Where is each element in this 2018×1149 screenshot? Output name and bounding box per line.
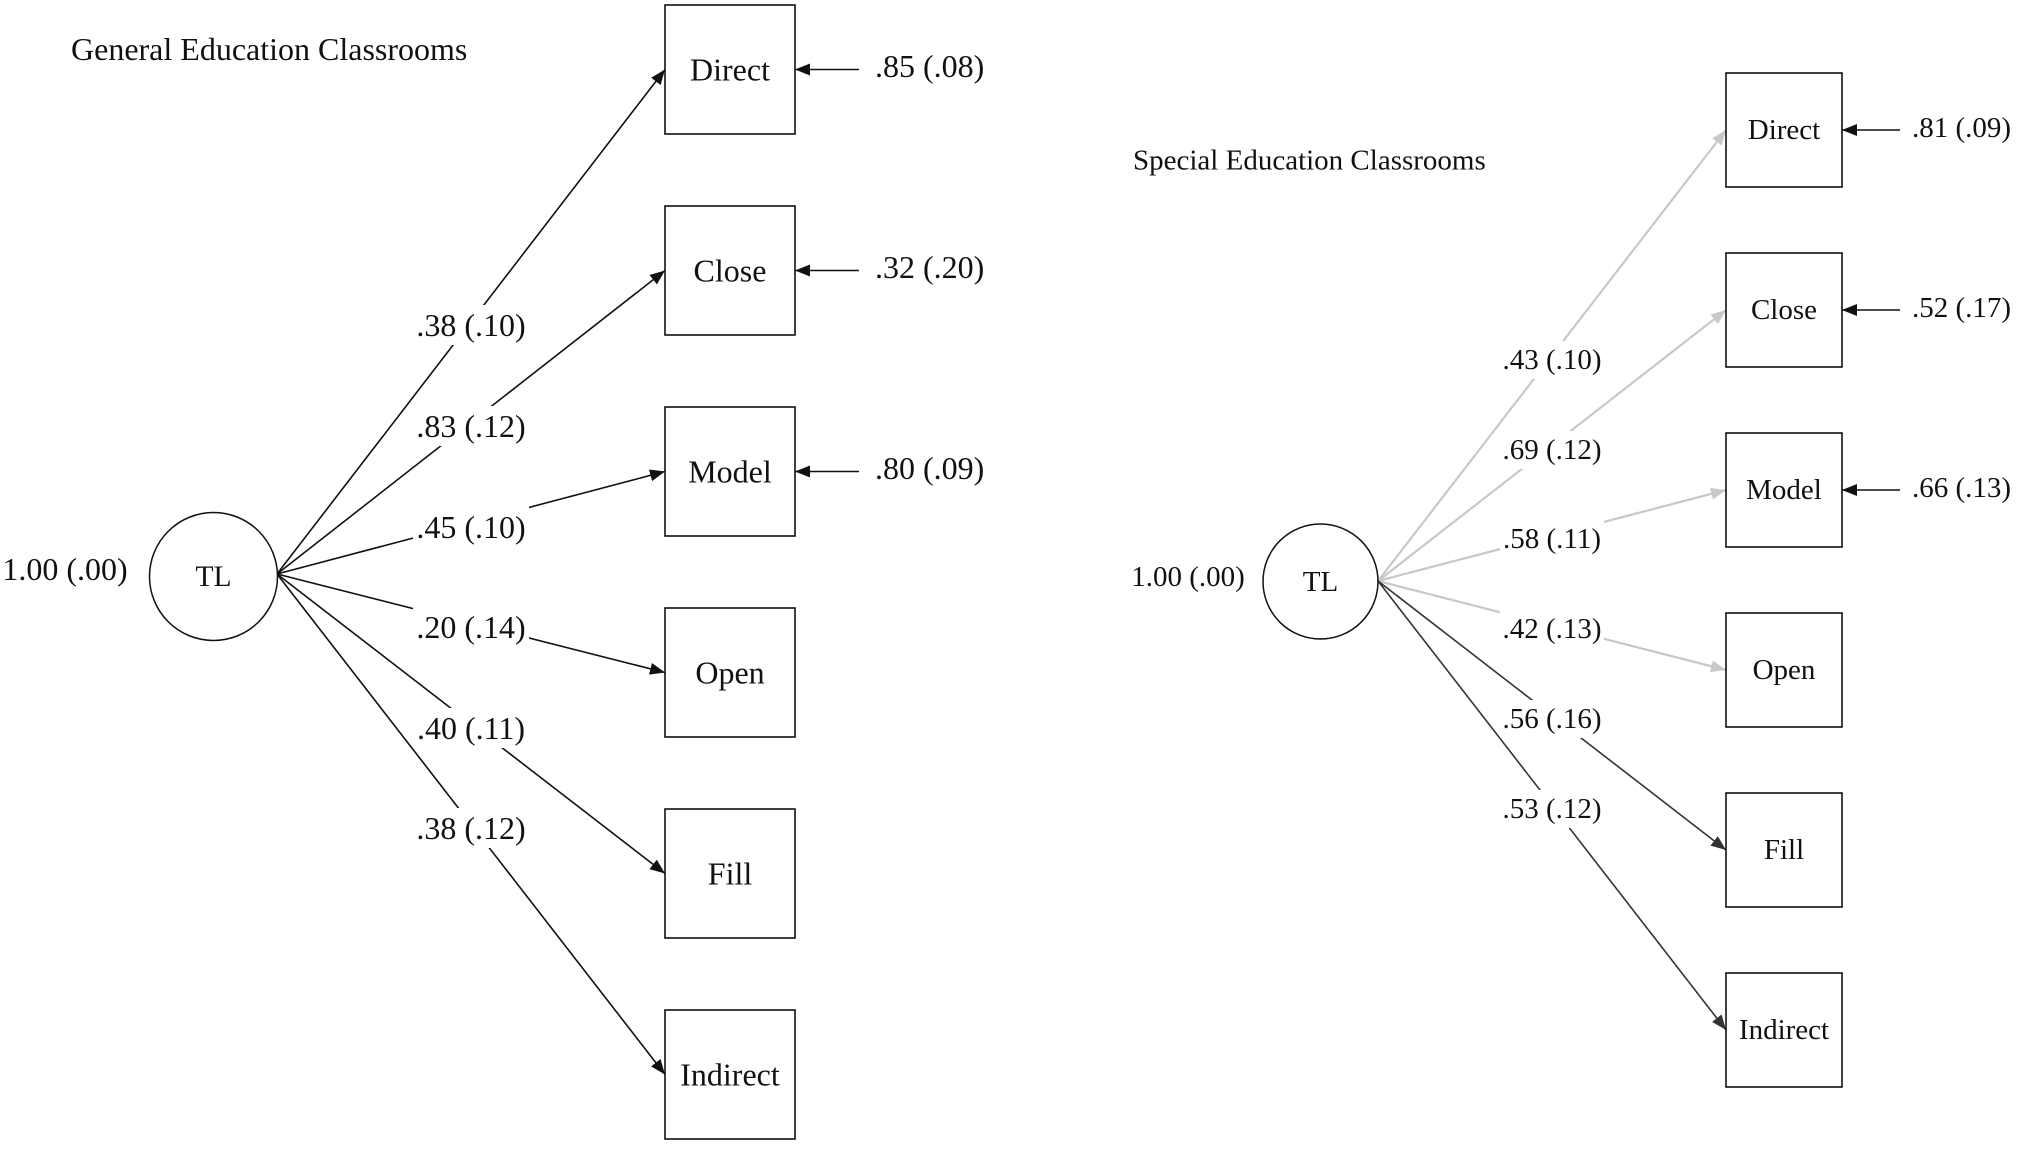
loading-label-open: .20 (.14) — [416, 609, 525, 645]
indicator-label: Model — [1746, 474, 1822, 506]
label-mask — [1500, 519, 1604, 559]
indicator-label: Direct — [690, 52, 770, 88]
panel-title: General Education Classrooms — [71, 31, 467, 67]
loading-label-open: .42 (.13) — [1502, 613, 1601, 645]
indicator-node-direct: Direct — [664, 4, 796, 135]
latent-node-tl — [1262, 523, 1379, 640]
indicator-box — [664, 808, 796, 939]
label-mask — [413, 708, 529, 748]
error-terms: .85 (.08) .32 (.20) .80 (.09) — [795, 48, 984, 486]
indicator-box — [1725, 972, 1843, 1088]
indicator-node-open: Open — [664, 607, 796, 738]
panel-special-education: Special Education Classrooms .43 (.10) .… — [1131, 72, 2011, 1088]
indicator-label: Model — [688, 454, 772, 490]
indicator-box — [1725, 792, 1843, 908]
indicator-node-indirect: Indirect — [1725, 972, 1843, 1088]
error-terms: .81 (.09) .52 (.17) .66 (.13) — [1842, 112, 2011, 504]
error-label-close: .32 (.20) — [875, 249, 984, 285]
indicator-label: Indirect — [680, 1057, 780, 1093]
indicator-node-fill: Fill — [664, 808, 796, 939]
loading-label-model: .58 (.11) — [1503, 523, 1601, 555]
indicator-node-direct: Direct — [1725, 72, 1843, 188]
indicator-node-model: Model — [1725, 432, 1843, 548]
indicator-box — [1725, 72, 1843, 188]
loading-label-direct: .38 (.10) — [416, 307, 525, 343]
panel-general-education: General Education Classrooms .38 (.10) .… — [2, 4, 984, 1140]
error-label-direct: .85 (.08) — [875, 48, 984, 84]
indicator-label: Open — [695, 655, 764, 691]
indicator-node-close: Close — [1725, 252, 1843, 368]
loading-paths — [276, 69, 666, 1075]
indicator-label: Fill — [1764, 834, 1804, 866]
loading-label-indirect: .53 (.12) — [1502, 793, 1601, 825]
loading-label-close: .83 (.12) — [416, 408, 525, 444]
latent-node-label: TL — [1303, 566, 1338, 598]
indicator-box — [664, 205, 796, 336]
indicator-node-open: Open — [1725, 612, 1843, 728]
loading-label-direct: .43 (.10) — [1502, 344, 1601, 376]
indicator-label: Indirect — [1739, 1014, 1829, 1046]
label-mask — [413, 808, 529, 848]
loading-label-fill: .40 (.11) — [417, 710, 525, 746]
loading-labels: .43 (.10) .69 (.12) .58 (.11) .42 (.13) … — [1500, 341, 1604, 828]
label-mask — [1500, 700, 1604, 738]
latent-node-label: TL — [195, 561, 231, 593]
loading-labels: .38 (.10) .83 (.12) .45 (.10) .20 (.14) … — [413, 305, 529, 848]
latent-node-tl — [148, 511, 279, 642]
indicator-label: Direct — [1748, 114, 1820, 146]
indicator-node-model: Model — [664, 406, 796, 537]
label-mask — [413, 506, 529, 548]
indicator-box — [1725, 612, 1843, 728]
indicator-node-fill: Fill — [1725, 792, 1843, 908]
label-mask — [1500, 431, 1604, 469]
label-mask — [1500, 609, 1604, 649]
loading-label-close: .69 (.12) — [1502, 434, 1601, 466]
indicator-label: Close — [1751, 294, 1817, 326]
indicator-node-indirect: Indirect — [664, 1009, 796, 1140]
indicator-box — [664, 607, 796, 738]
error-label-model: .80 (.09) — [875, 450, 984, 486]
loading-label-fill: .56 (.16) — [1502, 703, 1601, 735]
indicator-box — [1725, 252, 1843, 368]
indicator-box — [664, 406, 796, 537]
panel-title: Special Education Classrooms — [1133, 145, 1486, 177]
indicator-label: Close — [694, 253, 767, 289]
indicator-label: Fill — [708, 856, 753, 892]
indicator-node-close: Close — [664, 205, 796, 336]
error-label-close: .52 (.17) — [1912, 292, 2011, 324]
indicator-label: Open — [1753, 654, 1816, 686]
label-mask — [1500, 790, 1604, 828]
label-mask — [413, 305, 529, 345]
latent-variance-label: 1.00 (.00) — [1131, 561, 1245, 593]
latent-variance-label: 1.00 (.00) — [2, 551, 127, 587]
error-label-direct: .81 (.09) — [1912, 112, 2011, 144]
label-mask — [1500, 341, 1604, 379]
loading-paths — [1377, 129, 1727, 1031]
loading-label-indirect: .38 (.12) — [416, 810, 525, 846]
loading-label-model: .45 (.10) — [416, 509, 525, 545]
indicator-box — [1725, 432, 1843, 548]
label-mask — [413, 606, 529, 648]
label-mask — [413, 406, 529, 446]
indicator-box — [664, 1009, 796, 1140]
error-label-model: .66 (.13) — [1912, 472, 2011, 504]
